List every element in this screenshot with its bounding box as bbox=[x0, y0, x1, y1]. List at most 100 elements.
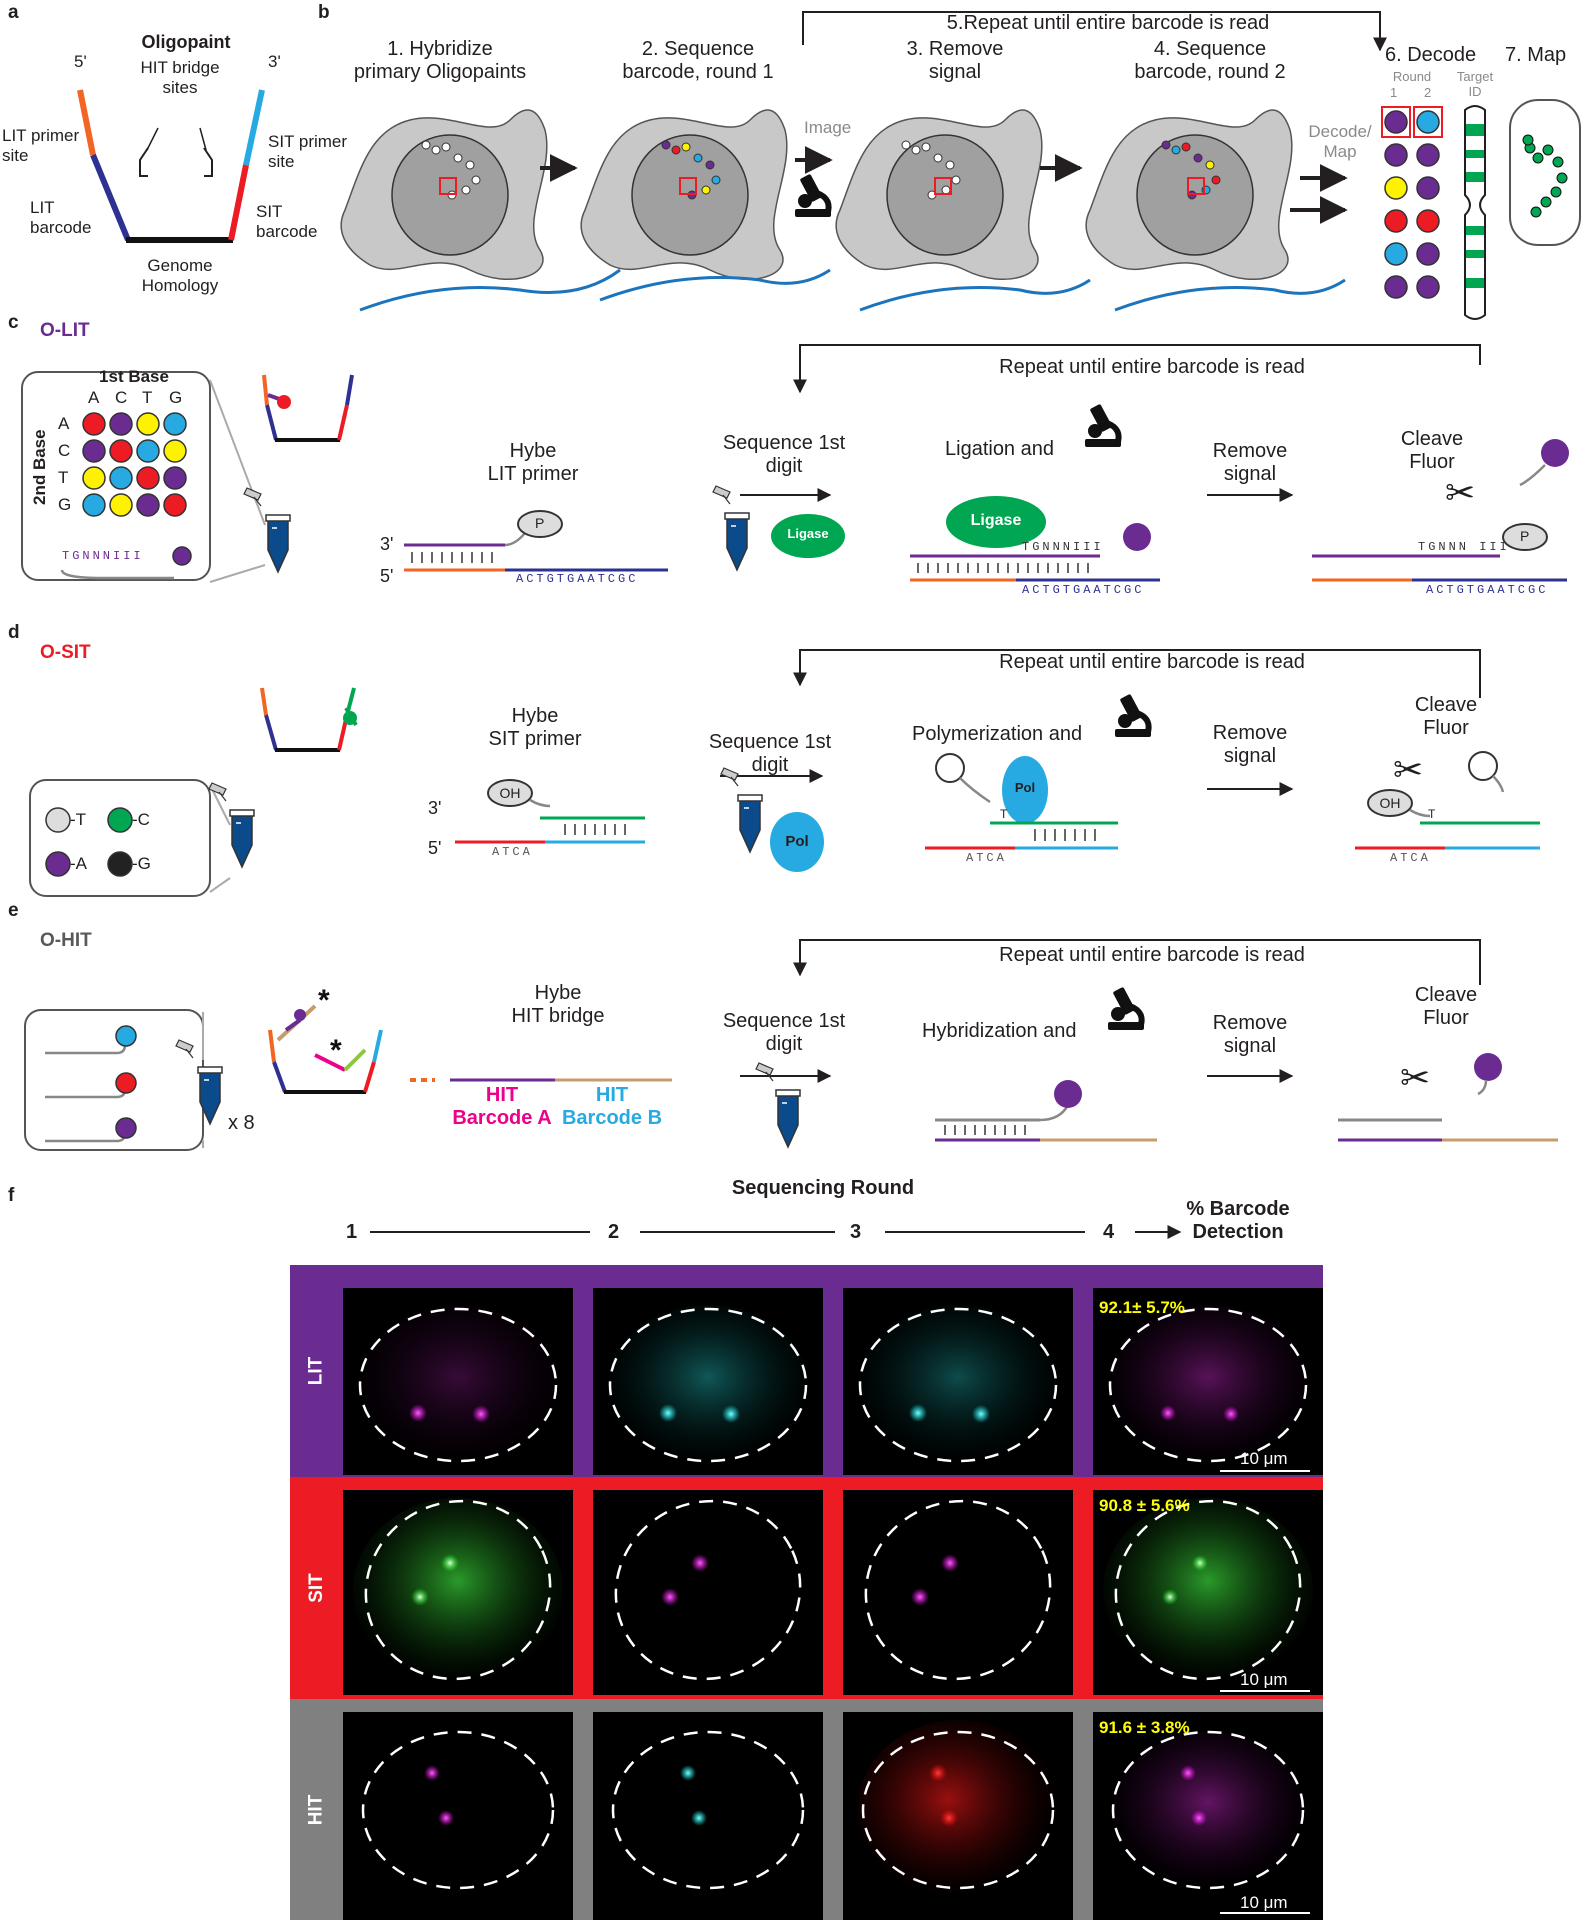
seq-first-digit-e: Sequence 1st digit bbox=[722, 1010, 846, 1055]
sit-primer-label: SIT primer site bbox=[268, 132, 348, 171]
ligase-label-1: Ligase bbox=[787, 526, 829, 541]
svg-text:✂: ✂ bbox=[1400, 1058, 1430, 1099]
col-label-t: T bbox=[142, 388, 153, 407]
pol-label-1: Pol bbox=[785, 833, 809, 850]
row-label-sit: SIT bbox=[305, 1573, 327, 1603]
svg-text:*: * bbox=[318, 984, 330, 1017]
barcode-seq-ligation: ACTGTGAATCGC bbox=[1022, 583, 1145, 597]
oligopaint-title: Oligopaint bbox=[141, 32, 231, 52]
oh-label-2: OH bbox=[1379, 795, 1401, 811]
svg-text:✂: ✂ bbox=[1445, 473, 1475, 514]
probe-seq-cleave: TGNNN III bbox=[1418, 540, 1510, 554]
remove-signal-d: Remove signal bbox=[1212, 722, 1288, 767]
phosphate-label-c2: P bbox=[1520, 528, 1530, 544]
step7-label: 7. Map bbox=[1505, 44, 1567, 66]
hybe-sit-label: Hybe SIT primer bbox=[488, 705, 582, 750]
panel-label-c: c bbox=[8, 312, 19, 333]
ligation-label: Ligation and bbox=[945, 438, 1054, 460]
probe-seq-ligation: TGNNNIII bbox=[1022, 540, 1104, 554]
step1-label: 1. Hybridize primary Oligopaints bbox=[353, 38, 527, 83]
panel-c-olit: ✂ bbox=[21, 344, 1569, 583]
svg-text:✂: ✂ bbox=[1393, 750, 1423, 791]
round-4-label: 4 bbox=[1103, 1221, 1115, 1243]
barcode-seq-hybe: ACTGTGAATCGC bbox=[516, 572, 639, 586]
round-3-label: 3 bbox=[850, 1221, 862, 1243]
three-prime-d: 3' bbox=[428, 798, 442, 818]
sit-row-images bbox=[343, 1490, 1323, 1695]
osit-title: O-SIT bbox=[40, 642, 91, 663]
sit-detection-pct: 90.8 ± 5.6% bbox=[1099, 1496, 1190, 1515]
row-label-lit: LIT bbox=[305, 1356, 327, 1386]
atca-seq-cleave: ATCA bbox=[1390, 851, 1431, 865]
seq-first-digit-d: Sequence 1st digit bbox=[708, 731, 832, 776]
row-label-a: A bbox=[58, 414, 70, 433]
image-label: Image bbox=[804, 118, 852, 137]
times-eight-label: x 8 bbox=[228, 1112, 255, 1134]
round-2-label: 2 bbox=[608, 1221, 620, 1243]
round-label: Round bbox=[1392, 69, 1432, 84]
lit-barcode-label: LIT barcode bbox=[30, 198, 92, 237]
repeat-label-e: Repeat until entire barcode is read bbox=[999, 944, 1305, 966]
atca-seq-poly: ATCA bbox=[966, 851, 1007, 865]
round-1-label: 1 bbox=[346, 1221, 358, 1243]
sit-barcode-label: SIT barcode bbox=[256, 202, 318, 241]
ligase-label-2: Ligase bbox=[970, 512, 1022, 529]
step4-label: 4. Sequence barcode, round 2 bbox=[1134, 38, 1286, 83]
svg-text:*: * bbox=[330, 1034, 342, 1067]
first-base-label: 1st Base bbox=[99, 367, 169, 386]
step3-label: 3. Remove signal bbox=[906, 38, 1004, 83]
hit-barcode-a-label: HIT Barcode A bbox=[452, 1084, 552, 1129]
panel-e-ohit: * * ✂ bbox=[24, 939, 1558, 1151]
polymerization-label: Polymerization and bbox=[912, 723, 1083, 745]
lit-primer-label: LIT primer site bbox=[2, 126, 80, 165]
cleave-fluor-c: Cleave Fluor bbox=[1400, 428, 1464, 473]
target-id-label: Target ID bbox=[1456, 69, 1494, 99]
seq-first-digit-c: Sequence 1st digit bbox=[722, 432, 846, 477]
legend-c: -C bbox=[132, 810, 150, 829]
hit-scale-bar: 10 μm bbox=[1240, 1893, 1288, 1912]
legend-a: -A bbox=[70, 854, 87, 873]
step6-label: 6. Decode bbox=[1385, 44, 1477, 66]
row-label-g: G bbox=[58, 495, 72, 514]
hit-detection-pct: 91.6 ± 3.8% bbox=[1099, 1718, 1190, 1737]
row-label-c: C bbox=[58, 441, 71, 460]
remove-signal-e: Remove signal bbox=[1212, 1012, 1288, 1057]
panel-label-b: b bbox=[318, 2, 330, 23]
lit-row-images bbox=[343, 1288, 1323, 1475]
t-base-cleave: T bbox=[1428, 807, 1436, 821]
ohit-title: O-HIT bbox=[40, 930, 92, 951]
hit-row-images bbox=[343, 1712, 1323, 1920]
panel-d-osit: ✂ bbox=[29, 649, 1540, 897]
three-prime-label: 3' bbox=[268, 52, 281, 71]
lit-detection-pct: 92.1± 5.7% bbox=[1099, 1298, 1185, 1317]
legend-g: -G bbox=[132, 854, 151, 873]
pol-label-2: Pol bbox=[1014, 780, 1036, 795]
panel-f-microscopy bbox=[290, 1225, 1323, 1920]
five-prime-c: 5' bbox=[380, 566, 394, 586]
atca-seq-hybe: ATCA bbox=[492, 845, 533, 859]
sit-scale-bar: 10 μm bbox=[1240, 1670, 1288, 1689]
cleave-fluor-e: Cleave Fluor bbox=[1414, 984, 1478, 1029]
phosphate-label-c: P bbox=[535, 515, 545, 531]
hit-bridge-label: HIT bridge sites bbox=[140, 58, 220, 97]
three-prime-c: 3' bbox=[380, 534, 394, 554]
olit-title: O-LIT bbox=[40, 320, 90, 341]
decode-map-label: Decode/ Map bbox=[1308, 122, 1372, 161]
sequencing-round-header: Sequencing Round bbox=[731, 1177, 915, 1199]
probe-sequence: TGNNNIII bbox=[62, 549, 144, 563]
repeat-label-d: Repeat until entire barcode is read bbox=[999, 651, 1305, 673]
five-prime-label: 5' bbox=[74, 52, 87, 71]
step2-label: 2. Sequence barcode, round 1 bbox=[622, 38, 774, 83]
five-prime-d: 5' bbox=[428, 838, 442, 858]
repeat-label-c: Repeat until entire barcode is read bbox=[999, 356, 1305, 378]
lit-scale-bar: 10 μm bbox=[1240, 1449, 1288, 1468]
barcode-detection-label: % Barcode Detection bbox=[1186, 1198, 1290, 1243]
panel-a-oligo-diagram bbox=[77, 89, 265, 243]
col-label-c: C bbox=[115, 388, 128, 407]
legend-t: -T bbox=[70, 810, 87, 829]
hit-barcode-b-label: HIT Barcode B bbox=[561, 1084, 663, 1129]
round2-label: 2 bbox=[1424, 85, 1432, 100]
panel-label-f: f bbox=[8, 1185, 15, 1206]
t-base-poly: T bbox=[1000, 807, 1008, 821]
